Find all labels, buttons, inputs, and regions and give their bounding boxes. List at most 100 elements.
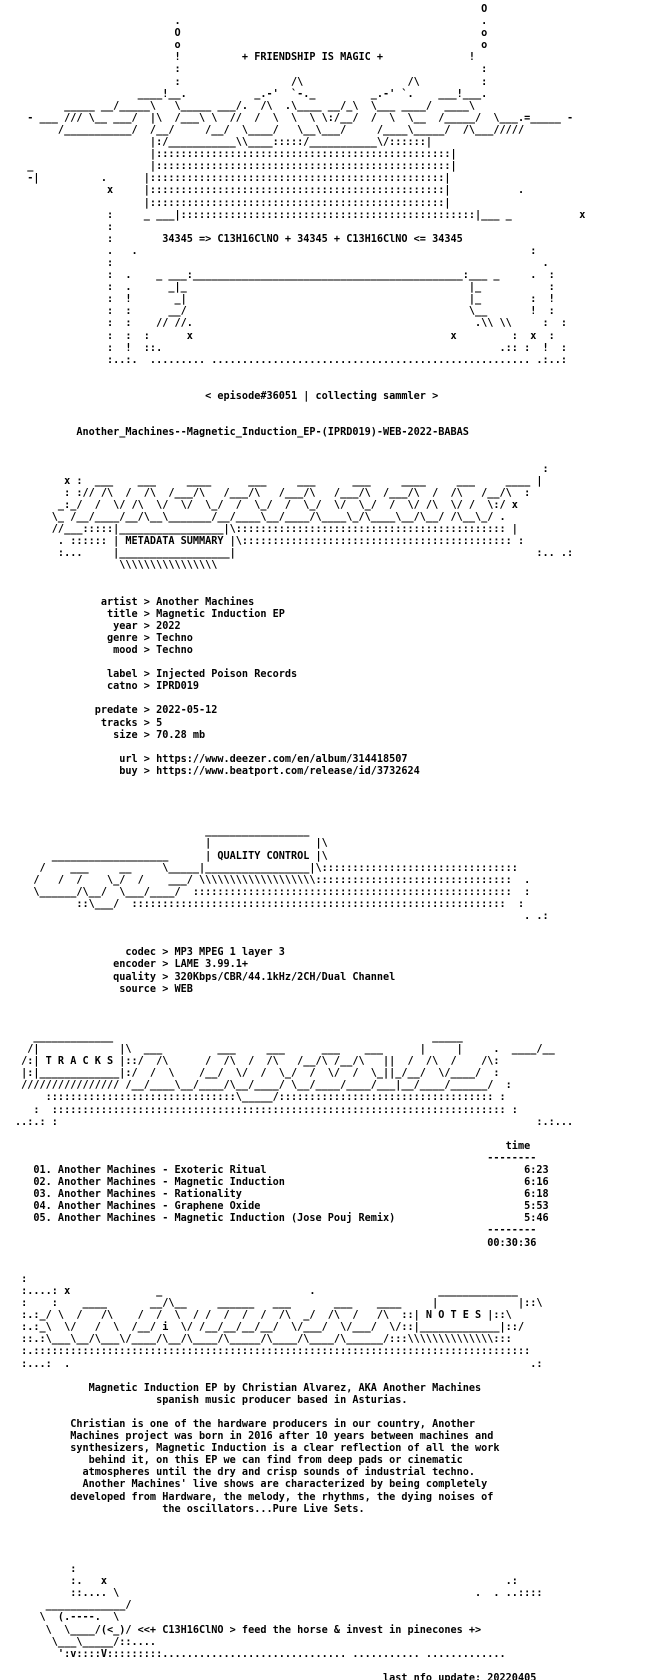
nfo-line: :	[15, 221, 114, 233]
nfo-line: \___\_____/::....	[15, 1636, 157, 1648]
nfo-line: :.:_\ \/ / \ /__/ i \/ /__/__/__/__/ \/_…	[15, 1322, 525, 1334]
nfo-line: /| |\ ___ ___ ___ ___ ___ | | . ____/__	[15, 1044, 555, 1056]
nfo-line	[15, 1020, 648, 1032]
nfo-line: . .:	[15, 911, 549, 923]
nfo-line: size > 70.28 mb	[15, 729, 206, 741]
nfo-line	[15, 657, 648, 669]
nfo-line: :::::::::::::::::::::::::::::::\_____/::…	[15, 1092, 506, 1104]
nfo-line: . :::::: | METADATA SUMMARY |\::::::::::…	[15, 536, 525, 548]
nfo-line: :	[15, 1564, 77, 1576]
nfo-line: predate > 2022-05-12	[15, 705, 218, 717]
nfo-line: _____ __/_____\ \_____ ___/. /\ .\____ _…	[15, 100, 476, 112]
nfo-line: --------	[15, 1225, 537, 1237]
nfo-line: |:::::::::::::::::::::::::::::::::::::::…	[15, 197, 451, 209]
nfo-line: source > WEB	[15, 983, 193, 995]
nfo-line: - ___ /// \__ ___/ |\ /___\ \ // / \ \ \…	[15, 112, 574, 124]
nfo-line: last nfo update: 20220405	[15, 1672, 537, 1680]
nfo-line: : ! ::. .:: : ! :	[15, 342, 568, 354]
nfo-line: time	[15, 1140, 531, 1152]
nfo-line: 00:30:36	[15, 1237, 537, 1249]
nfo-line: : .	[15, 257, 549, 269]
nfo-line	[15, 572, 648, 584]
nfo-line: ____!__. _.-' `-._ _.-' `. ___!___.	[15, 88, 488, 100]
nfo-line	[15, 451, 648, 463]
nfo-line	[15, 996, 648, 1008]
nfo-line: : ::::::::::::::::::::::::::::::::::::::…	[15, 1104, 518, 1116]
nfo-line: ':v::::V:::::::::.......................…	[15, 1648, 506, 1660]
nfo-line: url > https://www.deezer.com/en/album/31…	[15, 753, 408, 765]
nfo-line	[15, 403, 648, 415]
nfo-line: ::.:\___\__/\___\/____/\__/\____/\_____/…	[15, 1334, 512, 1346]
nfo-line: x |:::::::::::::::::::::::::::::::::::::…	[15, 185, 525, 197]
nfo-line: Another_Machines--Magnetic_Induction_EP-…	[15, 427, 469, 439]
nfo-line: ! + FRIENDSHIP IS MAGIC + !	[15, 52, 476, 64]
nfo-line: :...: . .:	[15, 1358, 543, 1370]
nfo-line	[15, 1552, 648, 1564]
nfo-line: | |\	[15, 838, 328, 850]
nfo-line: / / / \_/ / ___/ \\\\\\\\\\\\\\\\\\\::::…	[15, 874, 531, 886]
nfo-line: ..:.: : :.:...	[15, 1116, 574, 1128]
nfo-line: :.::::::::::::::::::::::::::::::::::::::…	[15, 1346, 531, 1358]
nfo-line: encoder > LAME 3.99.1+	[15, 959, 249, 971]
nfo-line: . .	[15, 16, 488, 28]
nfo-line: :.:_/ \ / /\ / / \ / / / / / /\ _/ /\ / …	[15, 1310, 512, 1322]
nfo-line: : . _ ___:______________________________…	[15, 270, 555, 282]
nfo-line: codec > MP3 MPEG 1 layer 3	[15, 947, 285, 959]
nfo-line: : : ____ __/\__ ______ ___ ___ ____ | |:…	[15, 1298, 543, 1310]
nfo-line: |:/___________\\____:::::/___________\/:…	[15, 137, 433, 149]
nfo-line	[15, 1129, 648, 1141]
nfo-line: |:|_____________|:/ / \ /__/ \/ / \_/ / …	[15, 1068, 500, 1080]
nfo-line: genre > Techno	[15, 632, 193, 644]
nfo-line: :....: x _ . _____________	[15, 1285, 518, 1297]
nfo-line: _____________/	[15, 1600, 132, 1612]
nfo-line: mood > Techno	[15, 644, 193, 656]
nfo-line: |:::::::::::::::::::::::::::::::::::::::…	[15, 149, 457, 161]
nfo-line: : : __/ \__ ! :	[15, 306, 555, 318]
nfo-line: _________________	[15, 826, 310, 838]
nfo-line: :..:. ......... ........................…	[15, 354, 568, 366]
nfo-line: ::\___/ ::::::::::::::::::::::::::::::::…	[15, 898, 525, 910]
nfo-line: :	[15, 463, 549, 475]
nfo-line: ___________________ | QUALITY CONTROL |\	[15, 850, 328, 862]
nfo-line: O	[15, 4, 488, 15]
nfo-line: spanish music producer based in Asturias…	[15, 1394, 408, 1406]
nfo-line: buy > https://www.beatport.com/release/i…	[15, 765, 420, 777]
nfo-line	[15, 379, 648, 391]
nfo-line	[15, 935, 648, 947]
nfo-line	[15, 1407, 648, 1419]
nfo-line: : :	[15, 64, 488, 76]
nfo-line	[15, 790, 648, 802]
nfo-line	[15, 778, 648, 790]
nfo-line: \_ /__/____/__/\__\_______/__/____\__/__…	[15, 511, 506, 523]
nfo-line: year > 2022	[15, 620, 181, 632]
nfo-line: tracks > 5	[15, 717, 163, 729]
nfo-line: /:| T R A C K S |::/ /\ / /\ / /\ /__/\ …	[15, 1056, 500, 1068]
nfo-line: atmospheres until the dry and crisp soun…	[15, 1467, 476, 1479]
nfo-line: 04. Another Machines - Graphene Oxide 5:…	[15, 1201, 549, 1213]
nfo-line	[15, 415, 648, 427]
nfo-line: / ___ __ \_____|_________________|\:::::…	[15, 862, 518, 874]
nfo-line	[15, 923, 648, 935]
nfo-line	[15, 1540, 648, 1552]
nfo-line: x : ___ ___ ____ ___ ___ ___ ____ ___ __…	[15, 475, 543, 487]
nfo-line	[15, 1371, 648, 1383]
nfo-line: 02. Another Machines - Magnetic Inductio…	[15, 1177, 549, 1189]
nfo-line: behind it, on this EP we can find from d…	[15, 1455, 463, 1467]
nfo-line: \\\\\\\\\\\\\\\\	[15, 560, 218, 572]
nfo-line: -| . |::::::::::::::::::::::::::::::::::…	[15, 173, 451, 185]
nfo-line: O o	[15, 28, 488, 40]
nfo-line: ::.... \ . . ..::::	[15, 1588, 543, 1600]
nfo-line	[15, 802, 648, 814]
nfo-line: : : : x x : x :	[15, 330, 555, 342]
nfo-line	[15, 367, 648, 379]
nfo-line: 05. Another Machines - Magnetic Inductio…	[15, 1213, 549, 1225]
nfo-line: \ (.----. \	[15, 1612, 120, 1624]
nfo-line: the oscillators...Pure Live Sets.	[15, 1503, 365, 1515]
nfo-line: : 34345 => C13H16ClNO + 34345 + C13H16Cl…	[15, 233, 463, 245]
nfo-line: artist > Another Machines	[15, 596, 255, 608]
nfo-line: : : // //. .\\ \\ : :	[15, 318, 568, 330]
nfo-line: //////////////// /__/____\__/____/\__/__…	[15, 1080, 512, 1092]
nfo-line: < episode#36051 | collecting sammler >	[15, 391, 439, 402]
nfo-line	[15, 1262, 648, 1274]
